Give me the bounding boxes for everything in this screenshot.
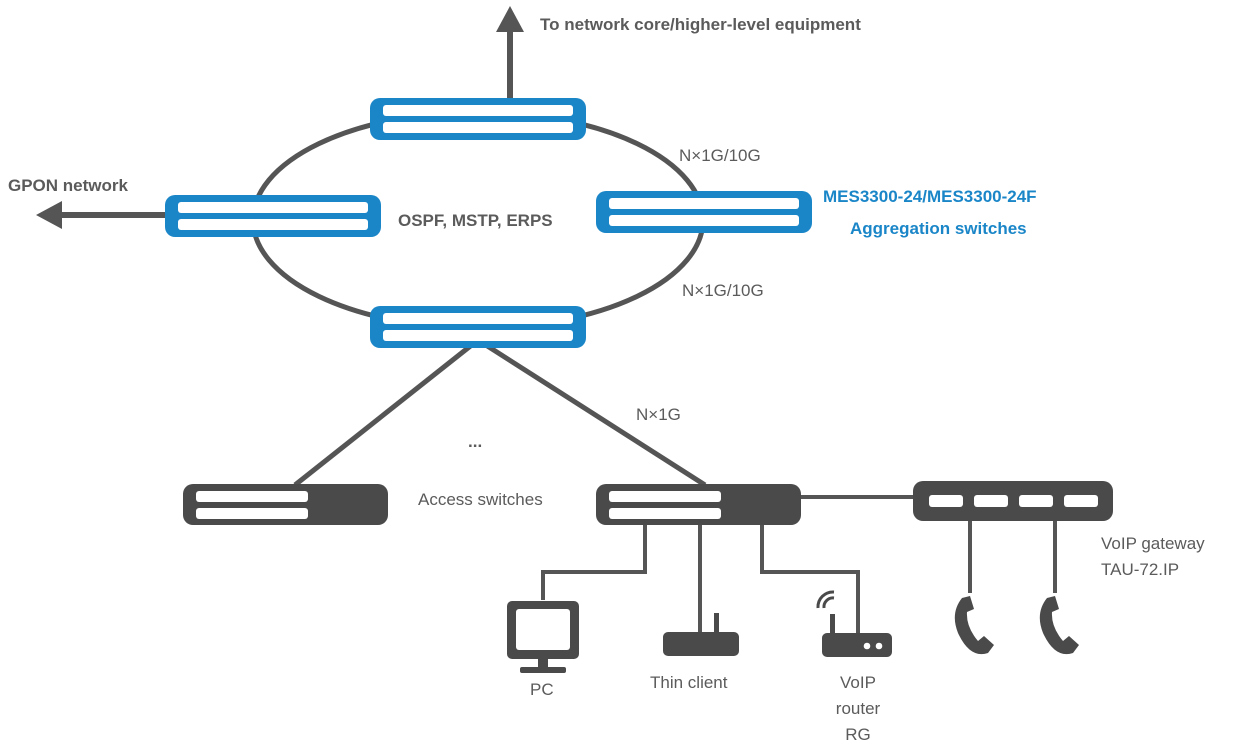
thin-client-icon [663, 613, 739, 656]
link-speed-access-label: N×1G [636, 405, 681, 424]
voip-gateway-label-line1: VoIP gateway [1101, 534, 1205, 553]
access-switch-left [183, 484, 388, 525]
ellipsis-label: ... [468, 432, 483, 451]
voip-gateway-icon [913, 481, 1113, 521]
thin-client-label: Thin client [650, 673, 728, 692]
router-label-line1: VoIP [840, 673, 876, 692]
aggregation-title-label: Aggregation switches [850, 219, 1027, 238]
access-switches-label: Access switches [418, 490, 543, 509]
link-to-pc [541, 525, 647, 600]
link-agg-to-access-right [476, 337, 707, 488]
phone-icon [954, 596, 994, 655]
router-label-line2: router [835, 699, 881, 718]
gpon-label: GPON network [8, 176, 128, 195]
link-to-router [760, 525, 860, 633]
link-agg-to-access-left [293, 338, 480, 487]
voip-gateway-label-line2: TAU-72.IP [1101, 560, 1180, 579]
access-switch-right [596, 484, 801, 525]
aggregation-switch-left [165, 195, 381, 237]
router-label-line3: RG [845, 725, 871, 744]
aggregation-model-label: MES3300-24/MES3300-24F [823, 187, 1037, 206]
gpon-arrow [36, 201, 168, 229]
core-uplink-arrow [496, 6, 524, 98]
phone-icon [1039, 596, 1079, 655]
protocols-label: OSPF, MSTP, ERPS [398, 211, 553, 230]
aggregation-switch-right [596, 191, 812, 233]
core-label: To network core/higher-level equipment [540, 15, 861, 34]
link-speed-lower-label: N×1G/10G [682, 281, 764, 300]
link-speed-upper-label: N×1G/10G [679, 146, 761, 165]
pc-label: PC [530, 680, 554, 699]
aggregation-switch-bottom [370, 306, 586, 348]
aggregation-switch-top [370, 98, 586, 140]
router-icon [816, 590, 892, 657]
monitor-icon [507, 601, 579, 673]
